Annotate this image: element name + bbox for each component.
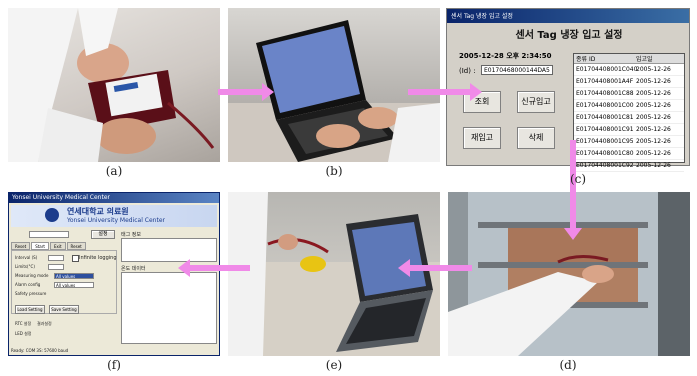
temperature-logger-window: Yonsei University Medical Center 연세대학교 의… — [8, 192, 220, 356]
photo-blood-bag-scene — [8, 8, 215, 162]
footer-option[interactable]: RTC 설정 — [15, 321, 32, 326]
tab[interactable]: Reset — [11, 242, 31, 250]
footer-option[interactable]: LED 설정 — [15, 331, 32, 336]
interval-input[interactable] — [48, 255, 64, 261]
datetime-label: 2005-12-28 오후 2:34:50 — [459, 52, 552, 60]
new-in-button[interactable]: 신규입고 — [517, 91, 555, 113]
temperature-data-label: 온도 데이터 — [121, 266, 146, 272]
logo-icon — [45, 208, 59, 222]
infinite-logging-label: Infinite logging — [79, 255, 117, 261]
caption-d: (d) — [559, 358, 577, 372]
mode-select[interactable]: All values — [54, 273, 94, 279]
save-setting-button[interactable]: Save Setting — [49, 305, 79, 314]
infinite-logging-checkbox[interactable] — [72, 255, 79, 262]
caption-e: (e) — [325, 358, 343, 372]
window-titlebar: 센서 Tag 냉장 입고 설정 — [447, 9, 689, 23]
id-input[interactable]: E0170468000144DA5 — [481, 65, 553, 75]
field-label: Interval (S) — [15, 255, 38, 260]
tab[interactable]: Start — [31, 242, 49, 250]
footer-option[interactable]: 결과설정 — [37, 321, 52, 326]
window-titlebar: Yonsei University Medical Center — [9, 193, 219, 203]
load-setting-button[interactable]: Load Setting — [15, 305, 45, 314]
photo-laptop-scene — [228, 20, 440, 162]
table-cell: 2005-12-26 — [636, 90, 671, 97]
photo-laptop-typing — [228, 8, 440, 162]
table-cell: E01704408001C80 — [576, 150, 634, 157]
field-label: Limits(°C) — [15, 264, 35, 269]
limits-input[interactable] — [48, 264, 64, 270]
caption-b: (b) — [325, 164, 343, 178]
table-cell: 2005-12-26 — [636, 66, 671, 73]
setup-button[interactable]: 설정 — [91, 230, 115, 239]
table-cell: E01704408001C88 — [576, 90, 634, 97]
table-cell: 2005-12-26 — [636, 114, 671, 121]
table-cell: E01704408001C00 — [576, 102, 634, 109]
header-banner: 연세대학교 의료원 Yonsei University Medical Cent… — [11, 205, 217, 227]
photo-refrigerator — [448, 192, 690, 356]
id-label: (Id) : — [459, 67, 476, 75]
photo-tablet-scene — [228, 192, 440, 356]
window-title: 센서 Tag 냉장 입고 설정 — [451, 13, 513, 20]
table-cell: 2005-12-26 — [636, 78, 671, 85]
photo-blood-bag — [8, 8, 220, 162]
caption-f: (f) — [107, 358, 121, 372]
photo-tablet-pc — [228, 192, 440, 356]
tag-info-box — [121, 238, 217, 262]
org-korean: 연세대학교 의료원 — [67, 207, 129, 216]
page-title: 센서 Tag 냉장 입고 설정 — [515, 30, 623, 41]
tab[interactable]: Exit — [49, 242, 66, 250]
field-label: Alarm config — [15, 282, 41, 287]
table-header: 종류 ID 입고일 — [574, 54, 684, 64]
table-cell: E01704408001C91 — [576, 126, 634, 133]
table-cell: E01704408001A4F — [576, 78, 634, 85]
field-label: Safety pressure — [15, 291, 47, 296]
caption-c: (c) — [569, 172, 587, 186]
reissue-button[interactable]: 재입고 — [463, 127, 501, 149]
table-cell: E01704408001C95 — [576, 138, 634, 145]
photo-refrigerator-scene — [448, 192, 690, 356]
table-cell: 2005-12-26 — [636, 138, 671, 145]
table-cell: 2005-12-26 — [636, 102, 671, 109]
table-cell: E01704408001C040 — [576, 66, 638, 73]
table-cell: E01704408001C81 — [576, 114, 634, 121]
port-select[interactable] — [29, 231, 69, 238]
lookup-button[interactable]: 조회 — [463, 91, 501, 113]
status-bar: Ready: COM 3S: 57600 baud — [11, 348, 69, 353]
table-cell: 2005-12-26 — [636, 126, 671, 133]
tag-info-label: 태그 정보 — [121, 232, 141, 238]
org-english: Yonsei University Medical Center — [67, 217, 165, 224]
table-cell: 2005-12-26 — [636, 150, 671, 157]
column-header[interactable]: 종류 ID — [576, 56, 596, 63]
window-title: Yonsei University Medical Center — [12, 194, 110, 201]
alarm-select[interactable]: All values — [54, 282, 94, 288]
caption-a: (a) — [105, 164, 123, 178]
temperature-data-box — [121, 272, 217, 344]
table-cell: 2005-12-26 — [636, 162, 671, 169]
rfid-cold-storage-window: 센서 Tag 냉장 입고 설정 센서 Tag 냉장 입고 설정 2005-12-… — [446, 8, 690, 172]
column-header[interactable]: 입고일 — [636, 56, 653, 63]
field-label: Measuring mode — [15, 273, 49, 278]
tab[interactable]: Reset — [66, 242, 86, 250]
delete-button[interactable]: 삭제 — [517, 127, 555, 149]
table-cell: E01704408001C92 — [576, 162, 634, 169]
